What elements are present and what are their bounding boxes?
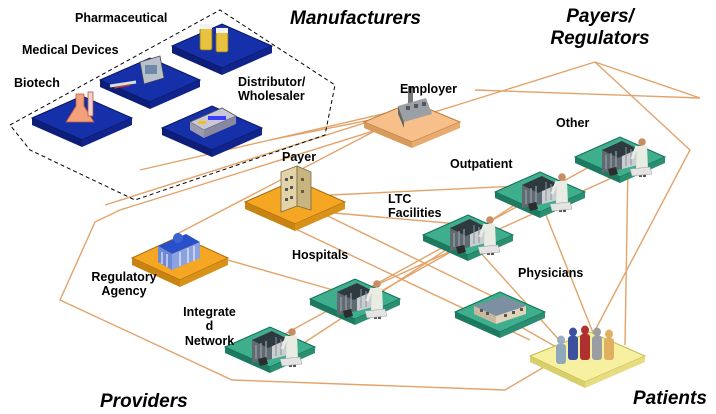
outpatient-label: Outpatient — [450, 157, 513, 171]
ltc-facilities-label: LTC Facilities — [388, 192, 442, 221]
manufacturers-title: Manufacturers — [290, 8, 421, 29]
employer-label: Employer — [400, 82, 457, 96]
pharmaceutical-tile — [171, 23, 273, 76]
government-building-icon — [158, 233, 200, 270]
factory-icon — [398, 86, 432, 128]
biotech-label: Biotech — [14, 76, 60, 90]
physicians-tile — [454, 291, 546, 339]
medical-device-icon — [109, 55, 165, 89]
integrated-networks-label: Integrate d Network — [183, 305, 236, 348]
payer-label: Payer — [282, 150, 317, 164]
other-label: Other — [556, 116, 590, 130]
pill-bottles-icon — [199, 24, 229, 53]
clinic-building-icon — [474, 296, 526, 324]
medical-devices-label: Medical Devices — [22, 43, 119, 57]
medical-devices-tile — [99, 55, 201, 110]
patients-tile — [528, 325, 647, 388]
regulatory-agency-label: Regulatory Agency — [91, 270, 157, 299]
hospitals-tile — [309, 278, 401, 326]
flask-icon — [65, 91, 95, 123]
distributor-tile — [161, 105, 263, 158]
other-provider-tile — [574, 136, 666, 184]
regulatory-agency-tile — [130, 233, 230, 287]
payers-regulators-title: Payers/ Regulators — [550, 6, 650, 49]
people-icon — [556, 325, 614, 364]
biotech-tile — [31, 91, 133, 148]
manufacturers-group-outline — [9, 9, 336, 201]
employer-tile — [362, 86, 462, 148]
providers-title: Providers — [100, 391, 188, 412]
payer-tile — [243, 165, 347, 231]
server-rack-icon — [189, 107, 237, 138]
office-building-icon — [280, 165, 312, 213]
pharmaceutical-label: Pharmaceutical — [75, 11, 168, 25]
hospitals-label: Hospitals — [292, 248, 349, 262]
physicians-label: Physicians — [518, 266, 584, 280]
distributor-label: Distributor/ Wholesaler — [238, 75, 306, 104]
patients-title: Patients — [633, 388, 707, 409]
